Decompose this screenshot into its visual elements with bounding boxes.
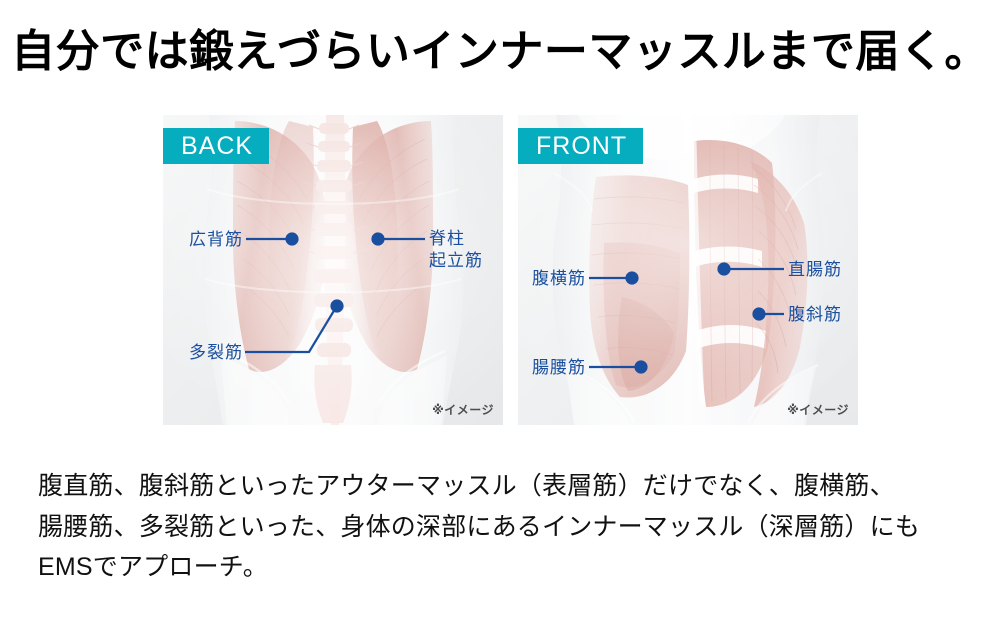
label-erector-spinae-line2: 起立筋 [429,251,483,271]
body-copy-line-3: EMSでアプローチ。 [38,553,268,581]
body-copy-line-1: 腹直筋、腹斜筋といったアウターマッスル（表層筋）だけでなく、腹横筋、 [38,472,895,500]
back-anatomy-illustration [163,115,503,425]
page-title: 自分では鍛えづらいインナーマッスルまで届く。 [11,27,989,76]
anatomy-panels: BACK 広背筋 脊柱 起立筋 多裂筋 ※イメージ [163,115,858,425]
front-anatomy-illustration [518,115,858,425]
label-erector-spinae-line1: 脊柱 [429,229,465,248]
label-latissimus-dorsi-text: 広背筋 [189,230,243,249]
label-multifidus: 多裂筋 [171,342,243,364]
panel-back: BACK 広背筋 脊柱 起立筋 多裂筋 ※イメージ [163,115,503,425]
label-obliques: 腹斜筋 [788,304,842,326]
label-rectus-abdominis: 直腸筋 [788,259,842,281]
badge-back: BACK [163,128,270,164]
label-multifidus-text: 多裂筋 [189,343,243,362]
body-copy: 腹直筋、腹斜筋といったアウターマッスル（表層筋）だけでなく、腹横筋、 腸腰筋、多… [38,466,978,588]
image-note-back: ※イメージ [432,403,494,417]
label-obliques-text: 腹斜筋 [788,305,842,324]
image-note-front: ※イメージ [787,403,849,417]
label-latissimus-dorsi: 広背筋 [171,229,243,251]
badge-back-label: BACK [181,131,254,160]
body-copy-line-2: 腸腰筋、多裂筋といった、身体の深部にあるインナーマッスル（深層筋）にも [38,512,921,541]
label-rectus-abdominis-text: 直腸筋 [788,260,842,279]
panel-front: FRONT 腹横筋 直腸筋 腹斜筋 腸腰筋 ※イメージ [518,115,858,425]
label-iliopsoas: 腸腰筋 [518,357,586,379]
badge-front-label: FRONT [536,131,628,160]
label-erector-spinae: 脊柱 起立筋 [429,228,483,273]
label-transverse-abdominis-text: 腹横筋 [532,269,586,288]
label-iliopsoas-text: 腸腰筋 [532,358,586,377]
badge-front: FRONT [518,128,644,164]
label-transverse-abdominis: 腹横筋 [518,268,586,290]
